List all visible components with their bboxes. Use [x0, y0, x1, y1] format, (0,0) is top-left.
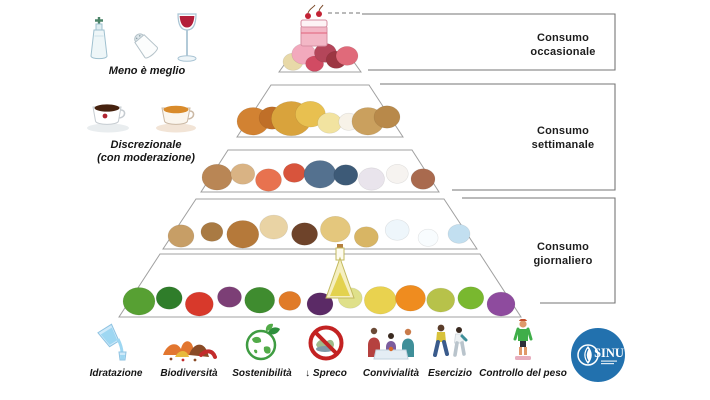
footer-item-esercizio: Esercizio — [410, 321, 490, 380]
footer-item-spreco: ↓ Spreco — [288, 321, 364, 380]
footer-item-idratazione: Idratazione — [74, 321, 158, 380]
footer-item-label: Convivialità — [362, 368, 420, 379]
footer-item-label: Sostenibilità — [232, 368, 292, 379]
sinu-logo: SINU — [569, 326, 627, 389]
footer-item-controllo-del-peso: Controllo del peso — [468, 319, 578, 380]
bracket-label-occasional: Consumo occasionale — [530, 32, 596, 58]
people-at-table-icon — [346, 321, 436, 363]
salt-shaker-icon — [126, 24, 162, 69]
footer-item-biodiversit: Biodiversità — [144, 321, 234, 380]
coffee-cup-icon — [84, 98, 136, 139]
bracket-label-daily: Consumo giornaliero — [533, 241, 593, 267]
daily-bracket — [462, 197, 616, 304]
discretionary-icons — [84, 98, 202, 139]
occasional-bracket — [362, 13, 616, 71]
poultry-cheese-eggs-potatoes — [236, 84, 404, 138]
no-food-waste-icon — [288, 321, 364, 363]
weekly-bracket — [380, 83, 616, 191]
less-is-better-icons — [86, 12, 200, 69]
wine-glass-icon — [174, 12, 200, 69]
less-is-better-label: Meno è meglio — [108, 65, 186, 77]
vegetables-fruit-olive-oil — [118, 244, 522, 318]
footer-item-label: Idratazione — [89, 368, 143, 379]
svg-text:SINU: SINU — [594, 346, 624, 360]
water-pouring-icon — [74, 321, 158, 363]
tea-cup-icon — [150, 100, 202, 139]
sweets-and-processed-red-meat — [278, 4, 362, 73]
grains-bread-pasta-nuts-milk — [162, 198, 478, 250]
bracket-label-weekly: Consumo settimanale — [531, 125, 595, 151]
footer-item-sostenibilit: Sostenibilità — [217, 321, 307, 380]
discretionary-label-line1: Discrezionale — [110, 139, 182, 151]
green-globe-leaves-icon — [217, 321, 307, 363]
footer-item-label: Biodiversità — [160, 368, 218, 379]
discretionary-label-line2: (con moderazione) — [97, 152, 195, 164]
legumes-fish-fresh-dairy — [200, 149, 440, 193]
sugar-dispenser-icon — [86, 16, 114, 69]
footer-item-convivialit: Convivialità — [346, 321, 436, 380]
footer-item-label: Esercizio — [428, 368, 472, 379]
person-on-scale-icon — [468, 319, 578, 363]
spices-seeds-icon — [144, 321, 234, 363]
people-walking-icon — [410, 321, 490, 363]
footer-item-label: ↓ Spreco — [305, 368, 347, 379]
footer-item-label: Controllo del peso — [479, 368, 567, 379]
